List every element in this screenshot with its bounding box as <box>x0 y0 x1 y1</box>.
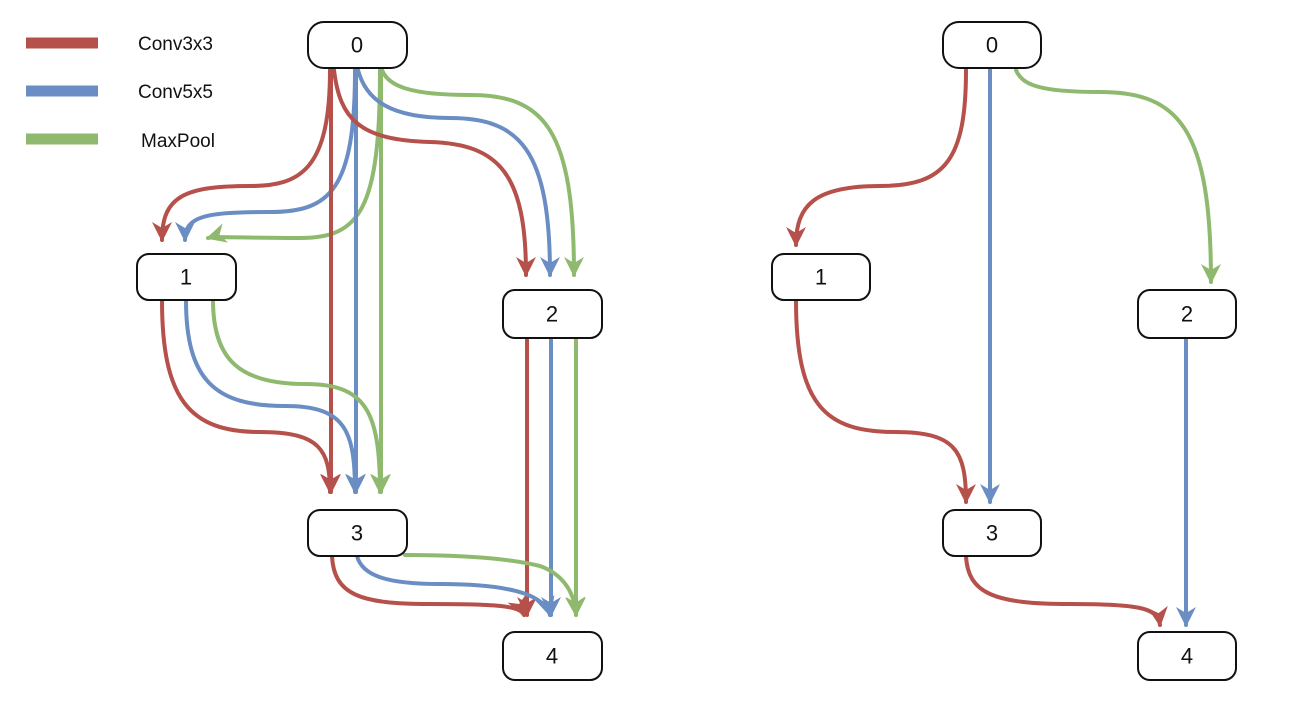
node-2: 2 <box>502 289 603 339</box>
node-1: 1 <box>771 253 871 301</box>
edge-0-2-maxpool <box>380 68 584 277</box>
edge-1-3-conv3x3 <box>794 298 976 504</box>
node-label: 0 <box>351 33 363 58</box>
node-2: 2 <box>1137 289 1237 339</box>
edge-0-1-conv3x3 <box>786 68 968 247</box>
node-label: 1 <box>180 265 192 290</box>
edge-1-3-maxpool <box>211 298 390 494</box>
node-label: 2 <box>546 302 558 327</box>
node-label: 3 <box>986 521 998 546</box>
legend: Conv3x3 Conv5x5 MaxPool <box>26 34 215 152</box>
node-4: 4 <box>502 631 603 681</box>
edge-3-4-conv3x3 <box>330 554 526 617</box>
legend-label-conv5x5: Conv5x5 <box>138 82 213 103</box>
node-0: 0 <box>307 21 408 69</box>
edge-1-3-conv3x3 <box>160 298 340 494</box>
legend-label-conv3x3: Conv3x3 <box>138 34 213 55</box>
full-graph: 0 1 2 3 4 <box>136 21 603 681</box>
edge-0-2-conv5x5 <box>356 68 560 277</box>
edge-1-3-conv5x5 <box>184 298 365 494</box>
full-graph-nodes: 0 1 2 3 4 <box>136 21 603 681</box>
edge-3-4-conv3x3 <box>964 554 1168 627</box>
edge-0-1-maxpool <box>206 68 382 243</box>
edge-0-2-maxpool <box>1014 68 1221 284</box>
node-3: 3 <box>307 509 408 557</box>
node-4: 4 <box>1137 631 1237 681</box>
node-label: 2 <box>1181 302 1193 327</box>
full-graph-edges <box>152 68 586 617</box>
node-label: 3 <box>351 521 363 546</box>
edge-3-4-maxpool <box>403 553 586 617</box>
edge-0-1-conv3x3 <box>152 68 332 242</box>
node-label: 4 <box>1181 644 1193 669</box>
node-label: 0 <box>986 33 998 58</box>
selected-graph: 0 1 2 3 4 <box>771 21 1237 681</box>
legend-item: Conv3x3 <box>26 34 213 55</box>
edge-0-1-conv5x5 <box>175 68 357 242</box>
node-1: 1 <box>136 253 237 301</box>
legend-item: Conv5x5 <box>26 82 213 103</box>
edge-3-4-conv5x5 <box>355 554 555 617</box>
node-label: 4 <box>546 644 558 669</box>
selected-graph-edges <box>786 68 1221 627</box>
legend-item: MaxPool <box>26 131 215 152</box>
edge-0-2-conv3x3 <box>332 68 536 277</box>
legend-label-maxpool: MaxPool <box>141 131 215 152</box>
node-3: 3 <box>942 509 1042 557</box>
node-label: 1 <box>815 265 827 290</box>
selected-graph-nodes: 0 1 2 3 4 <box>771 21 1237 681</box>
node-0: 0 <box>942 21 1042 69</box>
